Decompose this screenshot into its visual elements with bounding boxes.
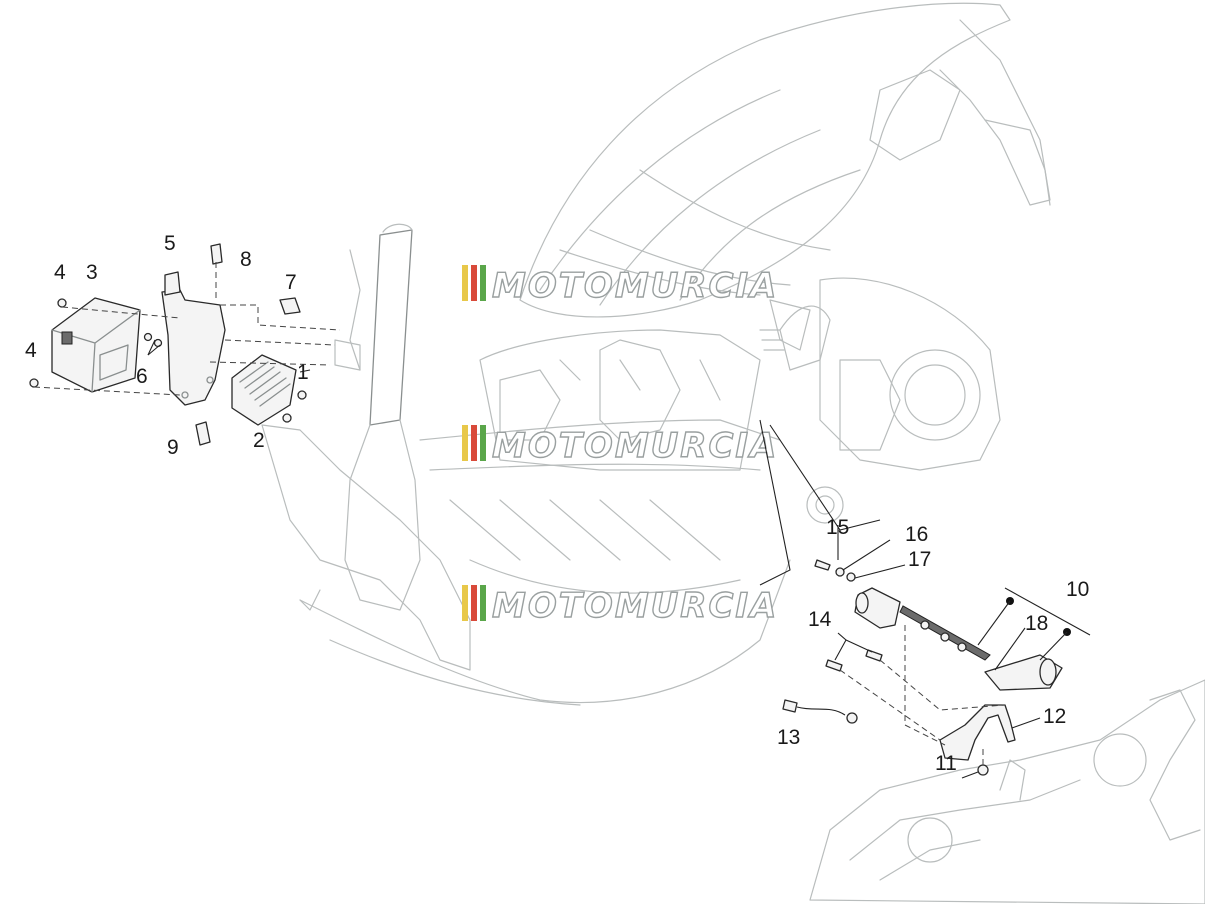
callout-numbers: 1 2 3 4 4 5 6 7 8 9 10 11 12 13 14 15 16…: [25, 232, 1089, 775]
nut-2b: [297, 390, 307, 400]
callout-10: 10: [1066, 578, 1089, 601]
bolt-14b: [865, 649, 883, 662]
fastener-8: [210, 243, 223, 265]
sensor-lead-13: [782, 699, 798, 713]
callout-6: 6: [136, 365, 148, 388]
callout-4-lower: 4: [25, 339, 37, 362]
bracket-5: [161, 289, 226, 406]
watermark-top: MOTOMURCIA: [462, 265, 778, 307]
screw-4-upper: [57, 298, 67, 308]
fuse-holder-9: [195, 421, 211, 446]
watermark-text: MOTOMURCIA: [492, 426, 778, 466]
watermark-text: MOTOMURCIA: [492, 586, 778, 626]
callout-1: 1: [297, 361, 309, 384]
nut-17: [846, 572, 856, 582]
watermark-text: MOTOMURCIA: [492, 266, 778, 306]
callout-5: 5: [164, 232, 176, 255]
callout-4-upper: 4: [54, 261, 66, 284]
callout-17: 17: [908, 548, 931, 571]
callout-12: 12: [1043, 705, 1066, 728]
screw-6a: [143, 332, 153, 342]
callout-9: 9: [167, 436, 179, 459]
watermark-bottom: MOTOMURCIA: [462, 585, 778, 627]
connector-socket: [61, 331, 73, 345]
callout-2: 2: [253, 429, 265, 452]
callout-13: 13: [777, 726, 800, 749]
callout-7: 7: [285, 271, 297, 294]
nut-11: [977, 764, 989, 776]
watermark-middle: MOTOMURCIA: [462, 425, 778, 467]
control-unit-3: [51, 297, 141, 393]
callout-15: 15: [826, 516, 849, 539]
callout-8: 8: [240, 248, 252, 271]
nut-2a: [282, 413, 292, 423]
leader-lines: [147, 339, 1068, 779]
callout-14: 14: [808, 608, 832, 631]
callout-3: 3: [86, 261, 98, 284]
screw-4-lower: [29, 378, 39, 388]
washer-16: [835, 567, 845, 577]
screw-15: [814, 559, 831, 571]
screw-6b: [153, 338, 163, 348]
right-component-group: [782, 559, 1091, 776]
scooter-frame-illustration: [261, 2, 1205, 904]
bracket-12: [939, 704, 1016, 761]
callout-18: 18: [1025, 612, 1048, 635]
bolt-14a: [825, 659, 843, 672]
left-component-group: [29, 243, 341, 446]
callout-11: 11: [935, 752, 957, 775]
clip-7: [279, 297, 301, 315]
callout-16: 16: [905, 523, 928, 546]
